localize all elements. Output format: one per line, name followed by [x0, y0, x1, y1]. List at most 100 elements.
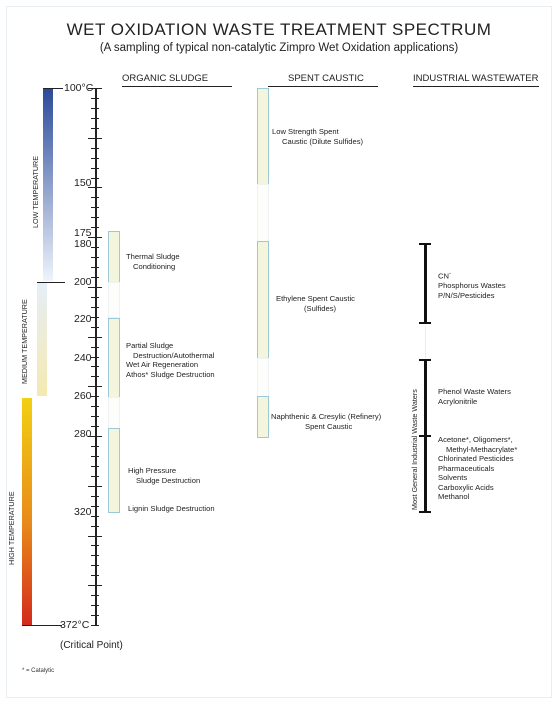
bracket-cap	[419, 243, 431, 245]
scale-tick	[91, 267, 99, 268]
temp-label-180: 180	[74, 238, 92, 250]
text-line: Acetone*, Oligomers*,	[438, 435, 513, 444]
scale-tick	[91, 376, 99, 377]
text-line: Sludge Destruction	[136, 475, 201, 485]
scale-tick	[91, 476, 99, 477]
temp-label-260: 260	[74, 390, 92, 402]
page-subtitle: (A sampling of typical non-catalytic Zim…	[99, 42, 459, 54]
scale-tick	[88, 486, 102, 487]
scale-tick	[88, 88, 102, 89]
column-header-industrial: INDUSTRIAL WASTEWATER	[413, 73, 539, 87]
scale-tick	[91, 178, 99, 179]
scale-tick	[91, 426, 99, 427]
temp-label-372: 372°C	[60, 619, 90, 631]
text-line: (Sulfides)	[304, 303, 337, 313]
scale-tick	[91, 217, 99, 218]
text-line: CN-	[438, 270, 506, 281]
scale-tick	[91, 625, 99, 626]
scale-tick	[91, 555, 99, 556]
medium-temperature-label: MEDIUM TEMPERATURE	[20, 299, 29, 384]
text-line: Caustic (Dilute Sulfides)	[282, 136, 364, 146]
naphthenic-caustic-text: Naphthenic & Cresylic (Refinery) Spent C…	[271, 412, 381, 431]
scale-tick	[91, 366, 99, 367]
scale-tick	[91, 257, 99, 258]
caustic-segment-low-strength	[257, 88, 269, 185]
scale-tick	[91, 506, 99, 507]
general-industrial-label: Most General Industrial Waste Waters	[410, 389, 419, 510]
cn-text: CN	[438, 271, 449, 281]
organic-segment-gap	[108, 282, 120, 318]
industrial-bracket-upper	[424, 243, 427, 323]
scale-tick	[91, 406, 99, 407]
scale-tick	[91, 227, 99, 228]
footnote: * = Catalytic	[22, 668, 55, 674]
text-line: Partial Sludge	[126, 341, 174, 350]
caustic-segment-gap	[257, 358, 269, 397]
text-line: Phenol Waste Waters	[438, 387, 511, 396]
critical-point-label: (Critical Point)	[60, 640, 123, 651]
column-header-industrial-text: INDUSTRIAL WASTEWATER	[413, 73, 539, 84]
scale-tick	[91, 247, 99, 248]
scale-tick	[91, 158, 99, 159]
column-header-caustic: SPENT CAUSTIC	[268, 73, 378, 87]
temp-label-200: 200	[74, 276, 92, 288]
scale-tick	[88, 386, 102, 387]
text-line: Methyl-Methacrylate*	[446, 444, 518, 454]
temp-label-220: 220	[74, 313, 92, 325]
column-header-organic: ORGANIC SLUDGE	[122, 73, 232, 87]
scale-tick	[91, 565, 99, 566]
scale-tick	[91, 118, 99, 119]
text-line: Acrylonitrile	[438, 396, 478, 406]
caustic-segment-naphthenic	[257, 396, 269, 438]
temp-label-175: 175	[74, 227, 92, 239]
text-line: Wet Air Regeneration	[126, 360, 199, 369]
scale-tick	[91, 545, 99, 546]
temp-label-320: 320	[74, 506, 92, 518]
scale-tick	[88, 287, 102, 288]
scale-tick	[91, 277, 99, 278]
text-line: Phosphorus Wastes	[438, 281, 506, 291]
scale-tick	[91, 317, 99, 318]
text-line: Solvents	[438, 473, 468, 482]
medium-temperature-bar	[37, 283, 47, 396]
scale-tick	[88, 187, 102, 188]
text-line: Chlorinated Pesticides	[438, 454, 514, 463]
scale-tick	[91, 307, 99, 308]
bracket-cap	[419, 435, 431, 437]
industrial-group-1: CN- Phosphorus Wastes P/N/S/Pesticides	[438, 270, 506, 300]
scale-tick	[91, 297, 99, 298]
zone-boundary-200	[37, 282, 65, 283]
temp-label-240: 240	[74, 352, 92, 364]
column-header-caustic-text: SPENT CAUSTIC	[288, 73, 364, 84]
scale-tick	[91, 327, 99, 328]
temp-label-150: 150	[74, 177, 92, 189]
page-title: WET OXIDATION WASTE TREATMENT SPECTRUM	[66, 20, 492, 39]
organic-segment-gap	[108, 397, 120, 429]
scale-tick	[91, 416, 99, 417]
scale-tick	[91, 396, 99, 397]
scale-tick	[91, 605, 99, 606]
scale-tick	[88, 536, 102, 537]
scale-tick	[91, 168, 99, 169]
industrial-group-3: Acetone*, Oligomers*, Methyl-Methacrylat…	[438, 435, 517, 502]
scale-tick	[91, 108, 99, 109]
column-header-rule	[122, 86, 232, 87]
text-line: Athos* Sludge Destruction	[126, 369, 215, 379]
thermal-sludge-text: Thermal Sludge Conditioning	[126, 252, 180, 271]
scale-tick	[91, 128, 99, 129]
text-line: Pharmaceuticals	[438, 463, 495, 473]
bracket-cap	[419, 322, 431, 324]
scale-tick	[91, 197, 99, 198]
low-strength-caustic-text: Low Strength Spent Caustic (Dilute Sulfi…	[272, 127, 363, 146]
cn-superscript: -	[448, 271, 451, 277]
text-line: Spent Caustic	[305, 421, 353, 431]
text-line: Destruction/Autothermal	[133, 350, 215, 360]
text-line: Methanol	[438, 492, 470, 501]
bracket-cap	[419, 511, 431, 513]
scale-tick	[88, 585, 102, 586]
high-temperature-bar	[22, 398, 32, 625]
scale-tick	[91, 207, 99, 208]
text-line: Thermal Sludge	[126, 252, 180, 261]
high-pressure-text: High Pressure Sludge Destruction	[128, 466, 200, 485]
scale-tick	[91, 446, 99, 447]
